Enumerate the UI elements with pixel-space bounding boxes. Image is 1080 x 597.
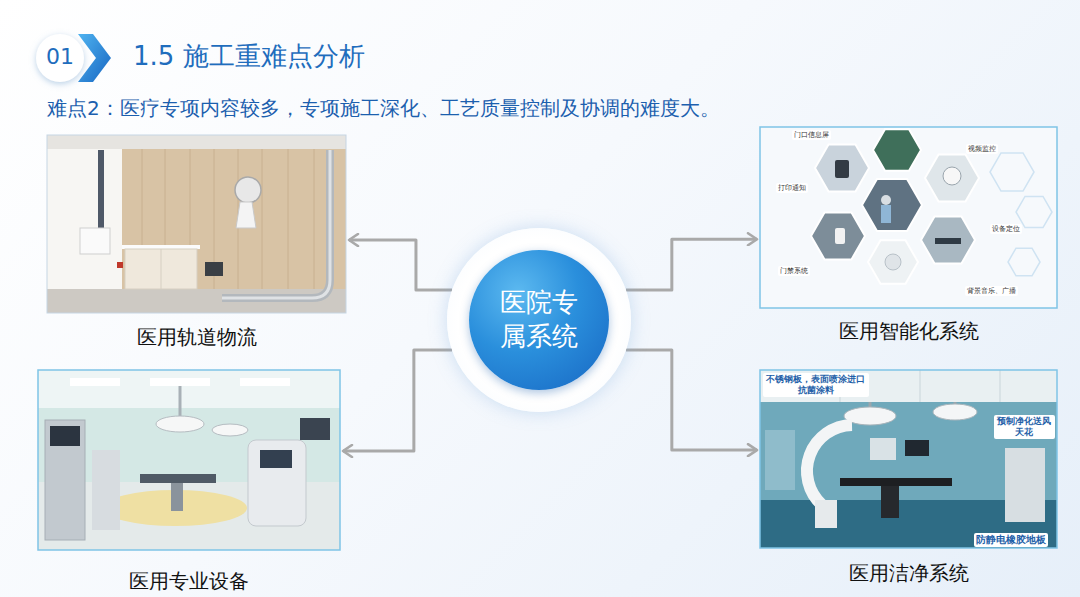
photo-panel: 医用洁净系统 (760, 370, 1057, 585)
photo-caption: 医用轨道物流 (47, 325, 346, 349)
hub-circle: 医院专 属系统 (447, 228, 631, 412)
photo-tag: 背景音乐、广播 (965, 286, 1018, 296)
photo-frame (760, 370, 1057, 548)
rail-logistics-photo (47, 135, 346, 313)
intelligent-system-photo (760, 127, 1057, 308)
photo-panel: 医用专业设备 (38, 370, 340, 593)
subtitle-note: 难点2：医疗专项内容较多，专项施工深化、工艺质量控制及协调的难度大。 (47, 96, 720, 120)
photo-tag: 门口信息屏 (792, 130, 831, 140)
slide-title: 1.5 施工重难点分析 (133, 40, 365, 74)
photo-tag: 打印通知 (776, 183, 808, 193)
photo-caption: 医用洁净系统 (760, 561, 1057, 585)
photo-tag: 视频监控 (966, 144, 998, 154)
callout-note: 防静电橡胶地板 (974, 533, 1048, 547)
photo-panel: 医用轨道物流 (47, 135, 346, 349)
photo-tag: 门禁系统 (778, 266, 810, 276)
photo-caption: 医用专业设备 (38, 569, 340, 593)
hub-label: 医院专 属系统 (497, 286, 580, 354)
callout-note: 不锈钢板，表面喷涂进口 抗菌涂料 (763, 373, 869, 397)
photo-frame (38, 370, 340, 550)
photo-tag: 设备定位 (990, 224, 1022, 234)
photo-panel: 医用智能化系统 (760, 127, 1057, 343)
connector-arrow (349, 240, 452, 290)
photo-frame (760, 127, 1057, 308)
section-number: 01 (38, 44, 82, 70)
connector-arrow (626, 239, 757, 290)
callout-note: 预制净化送风 天花 (994, 415, 1055, 439)
hub-disc (469, 250, 609, 390)
equipment-photo (38, 370, 340, 550)
photo-caption: 医用智能化系统 (760, 319, 1057, 343)
connector-arrow (626, 350, 757, 450)
photo-frame (47, 135, 346, 313)
clean-room-photo (760, 370, 1057, 548)
section-badge (36, 34, 111, 82)
connector-arrow (343, 350, 452, 451)
